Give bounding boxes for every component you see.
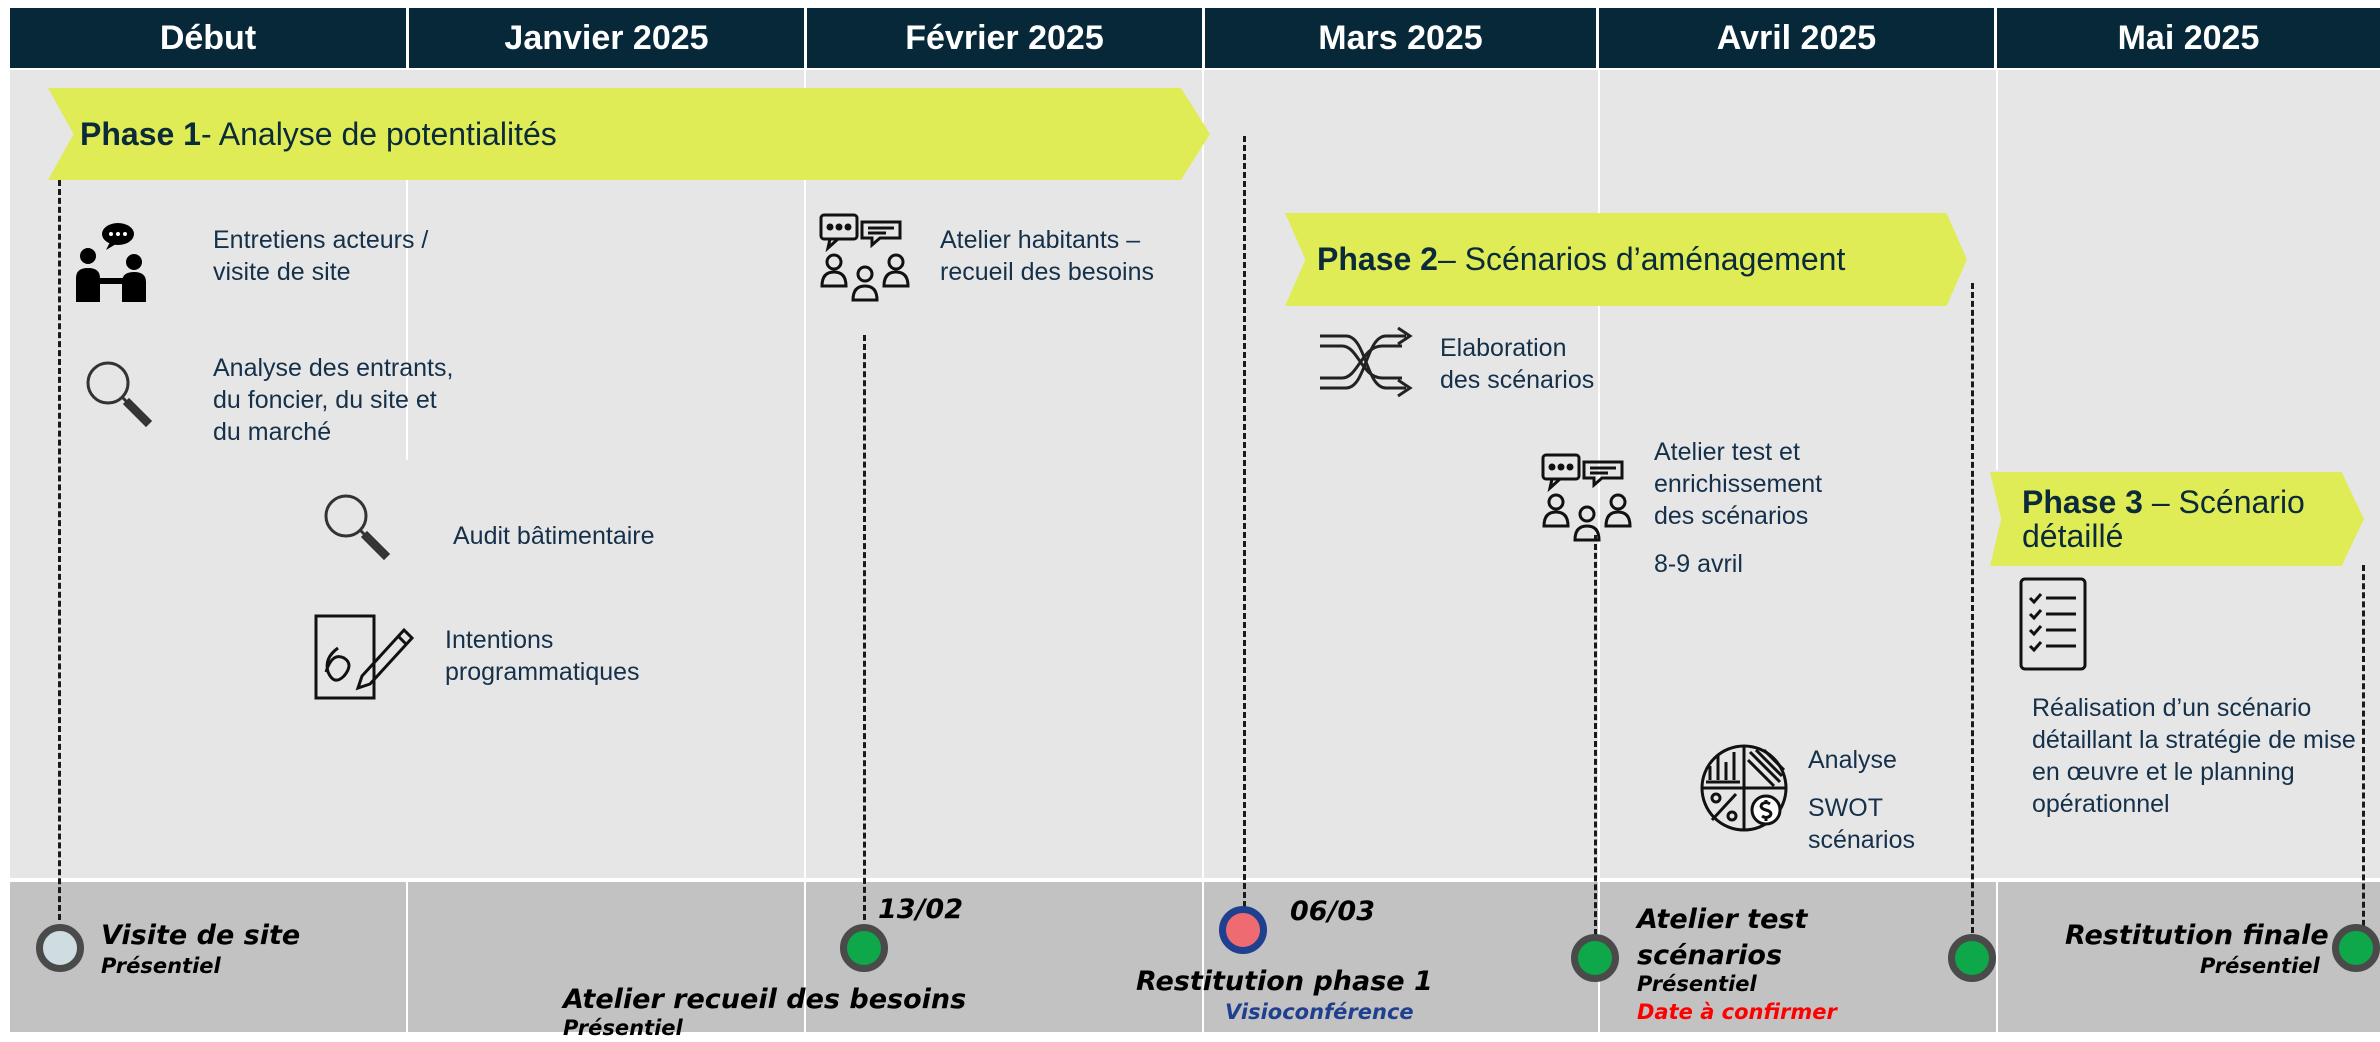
milestone-restitution-1-title: Restitution phase 1 xyxy=(1136,966,1433,997)
month-fevrier: Février 2025 xyxy=(905,19,1104,57)
milestone-atelier-recueil-title: Atelier recueil des besoins xyxy=(563,984,967,1015)
column-divider xyxy=(406,882,408,1032)
phase-1-title: - Analyse de potentialités xyxy=(200,115,557,152)
dashed-connector xyxy=(1594,535,1597,935)
milestone-dot-atelier-test-2 xyxy=(1948,934,1996,982)
milestone-atelier-test-mode: Présentiel xyxy=(1637,972,1757,996)
month-janvier: Janvier 2025 xyxy=(504,19,709,57)
phase-3-banner: Phase 3 – Scénario détaillé xyxy=(1990,472,2364,566)
dashed-connector xyxy=(58,180,61,920)
task-audit: Audit bâtimentaire xyxy=(453,522,655,550)
phase-2-title: – Scénarios d’aménagement xyxy=(1437,241,1846,277)
checklist-icon xyxy=(2018,576,2088,676)
dashed-connector xyxy=(1243,136,1246,916)
column-divider xyxy=(1202,882,1204,1032)
magnifier-icon xyxy=(318,488,392,566)
task-atelier-habitants: Atelier habitants – recueil des besoins xyxy=(940,226,1155,286)
sketch-pencil-icon xyxy=(312,612,416,706)
dashed-connector xyxy=(2362,565,2365,935)
milestone-visite-mode: Présentiel xyxy=(101,954,221,978)
dashed-connector xyxy=(1971,283,1974,933)
column-divider xyxy=(804,882,806,1032)
milestone-atelier-recueil-mode: Présentiel xyxy=(563,1016,683,1040)
milestone-atelier-recueil-date: 13/02 xyxy=(878,894,964,925)
task-swot-analyse: Analyse xyxy=(1808,746,1897,774)
column-divider xyxy=(1202,70,1204,878)
phase-3-number: Phase 3 xyxy=(2022,484,2143,520)
milestone-restitution-finale-mode: Présentiel xyxy=(2200,954,2320,978)
header-separator xyxy=(1994,8,1997,68)
phase-1-number: Phase 1 xyxy=(80,115,201,152)
task-realisation: Réalisation d’un scénario détaillant la … xyxy=(2032,694,2356,818)
phase-3-title: – Scénario détaillé xyxy=(2022,484,2305,554)
task-swot-scenarios: SWOT scénarios xyxy=(1808,794,1915,854)
milestone-atelier-test-note: Date à confirmer xyxy=(1637,1000,1837,1024)
timeline-body xyxy=(10,70,2380,878)
milestone-restitution-1-mode: Visioconférence xyxy=(1225,1000,1414,1024)
milestone-dot-atelier-test xyxy=(1571,934,1619,982)
task-elaboration: Elaboration des scénarios xyxy=(1440,334,1595,394)
task-atelier-test-date: 8-9 avril xyxy=(1654,550,1743,578)
milestone-dot-restitution-finale xyxy=(2332,924,2380,972)
task-analyse-entrants: Analyse des entrants, du foncier, du sit… xyxy=(213,354,454,446)
header-separator xyxy=(804,8,807,68)
column-divider xyxy=(1996,70,1998,470)
task-entretiens: Entretiens acteurs / visite de site xyxy=(213,226,429,286)
milestone-dot-visite xyxy=(36,924,84,972)
milestone-restitution-finale-title: Restitution finale xyxy=(2065,920,2329,951)
milestone-restitution-1-date: 06/03 xyxy=(1290,896,1376,927)
task-atelier-test: Atelier test et enrichissement des scéna… xyxy=(1654,438,1823,530)
header-separator xyxy=(406,8,409,68)
column-divider xyxy=(406,120,408,460)
task-intentions: Intentions programmatiques xyxy=(445,626,640,686)
month-mai: Mai 2025 xyxy=(2117,19,2260,57)
phase-1-banner: Phase 1 - Analyse de potentialités xyxy=(48,88,1210,180)
milestone-dot-restitution-1 xyxy=(1219,906,1267,954)
pie-chart-icon xyxy=(1698,742,1790,838)
milestone-atelier-test-title: Atelier test scénarios xyxy=(1637,904,1808,971)
milestone-visite-title: Visite de site xyxy=(101,920,301,951)
meeting-people-icon xyxy=(74,220,160,310)
header-separator xyxy=(1202,8,1205,68)
column-divider xyxy=(804,70,806,878)
month-mars: Mars 2025 xyxy=(1318,19,1483,57)
timeline-header: Début Janvier 2025 Février 2025 Mars 202… xyxy=(10,8,2380,68)
shuffle-arrows-icon xyxy=(1318,322,1414,406)
phase-2-number: Phase 2 xyxy=(1317,241,1438,277)
workshop-people-icon xyxy=(818,212,912,308)
column-divider xyxy=(1996,882,1998,1032)
workshop-people-icon xyxy=(1540,452,1634,548)
header-separator xyxy=(1596,8,1599,68)
dashed-connector xyxy=(863,335,866,920)
magnifier-icon xyxy=(80,355,154,433)
milestone-dot-atelier-recueil xyxy=(840,924,888,972)
month-avril: Avril 2025 xyxy=(1716,19,1877,57)
month-debut: Début xyxy=(159,19,257,57)
phase-2-banner: Phase 2 – Scénarios d’aménagement xyxy=(1285,213,1967,306)
milestones-band xyxy=(10,882,2380,1032)
